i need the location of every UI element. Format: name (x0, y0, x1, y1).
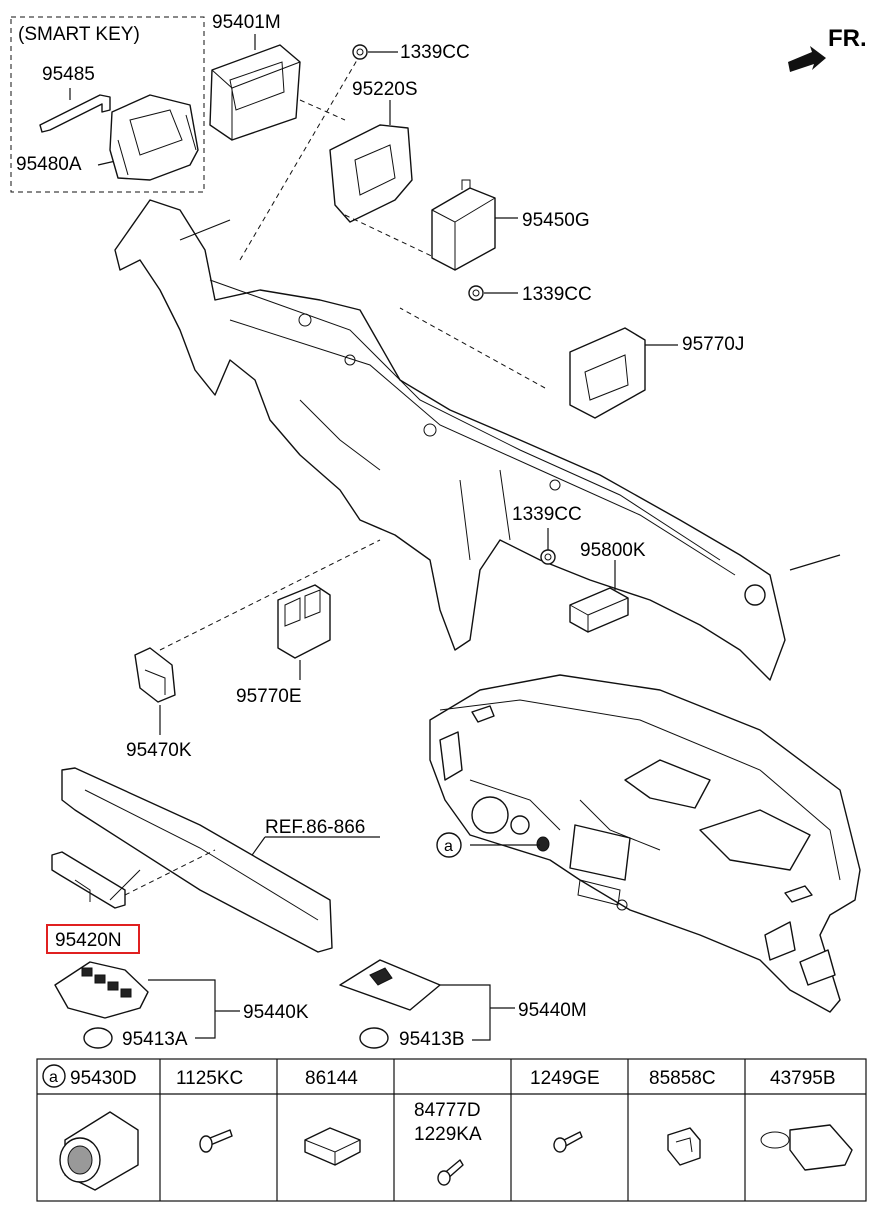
callout-95770J: 95770J (682, 334, 744, 355)
callout-95220S: 95220S (352, 79, 418, 100)
front-direction-label: FR. (828, 25, 867, 52)
callout-1339CC-low: 1339CC (512, 504, 582, 525)
module-95401M (209, 34, 301, 141)
callout-95800K: 95800K (580, 540, 646, 561)
table-inner-label-0: 84777D (414, 1100, 481, 1121)
screw-84777D-icon (437, 1159, 464, 1186)
cowl-crossmember (114, 199, 841, 681)
module-95770J (569, 327, 678, 419)
table-inner-label-1: 1229KA (414, 1124, 482, 1145)
nut-1339CC-mid (468, 285, 518, 301)
pad-86144-icon (304, 1127, 361, 1166)
module-95800K (569, 560, 629, 633)
table-header-2: 86144 (305, 1068, 358, 1089)
dashboard-illustration (429, 674, 861, 1013)
smart-key-group-box (10, 16, 205, 193)
front-direction-arrow-icon (788, 46, 826, 72)
ref-86-866-panel (61, 767, 380, 953)
callout-95420N-highlight (46, 924, 140, 954)
smart-key-module-95480A (97, 94, 199, 181)
callout-95413A: 95413A (122, 1029, 188, 1050)
table-header-6: 43795B (770, 1068, 836, 1089)
smart-key-fob-95440K (54, 961, 216, 1039)
battery-95413A (83, 1027, 113, 1049)
callout-95401M: 95401M (212, 12, 281, 33)
bracket-95220S (329, 100, 413, 223)
callout-95480A: 95480A (16, 154, 82, 175)
module-95450G (431, 179, 518, 271)
module-95770E (277, 584, 331, 680)
tag-43795B-icon (760, 1124, 853, 1171)
sensor-95470K (134, 647, 176, 735)
table-header-4: 1249GE (530, 1068, 600, 1089)
table-marker-a-circle (42, 1064, 66, 1088)
callout-95770E: 95770E (236, 686, 302, 707)
marker-a-label: a (444, 838, 453, 855)
table-header-1: 1125KC (176, 1068, 243, 1089)
callout-95420N: 95420N (55, 930, 122, 951)
callout-ref: REF.86-866 (265, 817, 365, 838)
table-header-5: 85858C (649, 1068, 716, 1089)
nut-1339CC-low (540, 528, 556, 565)
smart-key-group-title: (SMART KEY) (18, 24, 140, 45)
nut-1339CC-top (352, 44, 398, 60)
callout-95440K: 95440K (243, 1002, 309, 1023)
callout-1339CC-mid: 1339CC (522, 284, 592, 305)
bolt-1125KC-icon (199, 1129, 233, 1153)
callout-95470K: 95470K (126, 740, 192, 761)
callout-95450G: 95450G (522, 210, 590, 231)
table-marker-a: a (49, 1069, 58, 1086)
battery-95413B (359, 1027, 389, 1049)
callout-95413B: 95413B (399, 1029, 465, 1050)
clip-85858C-icon (667, 1127, 701, 1166)
callout-1339CC-top: 1339CC (400, 42, 470, 63)
callout-95440M: 95440M (518, 1000, 587, 1021)
marker-a-circle (436, 832, 462, 858)
screw-1249GE-icon (553, 1131, 583, 1153)
callout-95485: 95485 (42, 64, 95, 85)
antenna-95420N (51, 849, 216, 909)
parts-table (36, 1058, 867, 1202)
start-button-95430D-icon (59, 1111, 139, 1191)
bracket-95485 (39, 88, 111, 133)
card-key-95440M (339, 959, 491, 1041)
table-header-0: 95430D (70, 1068, 137, 1089)
